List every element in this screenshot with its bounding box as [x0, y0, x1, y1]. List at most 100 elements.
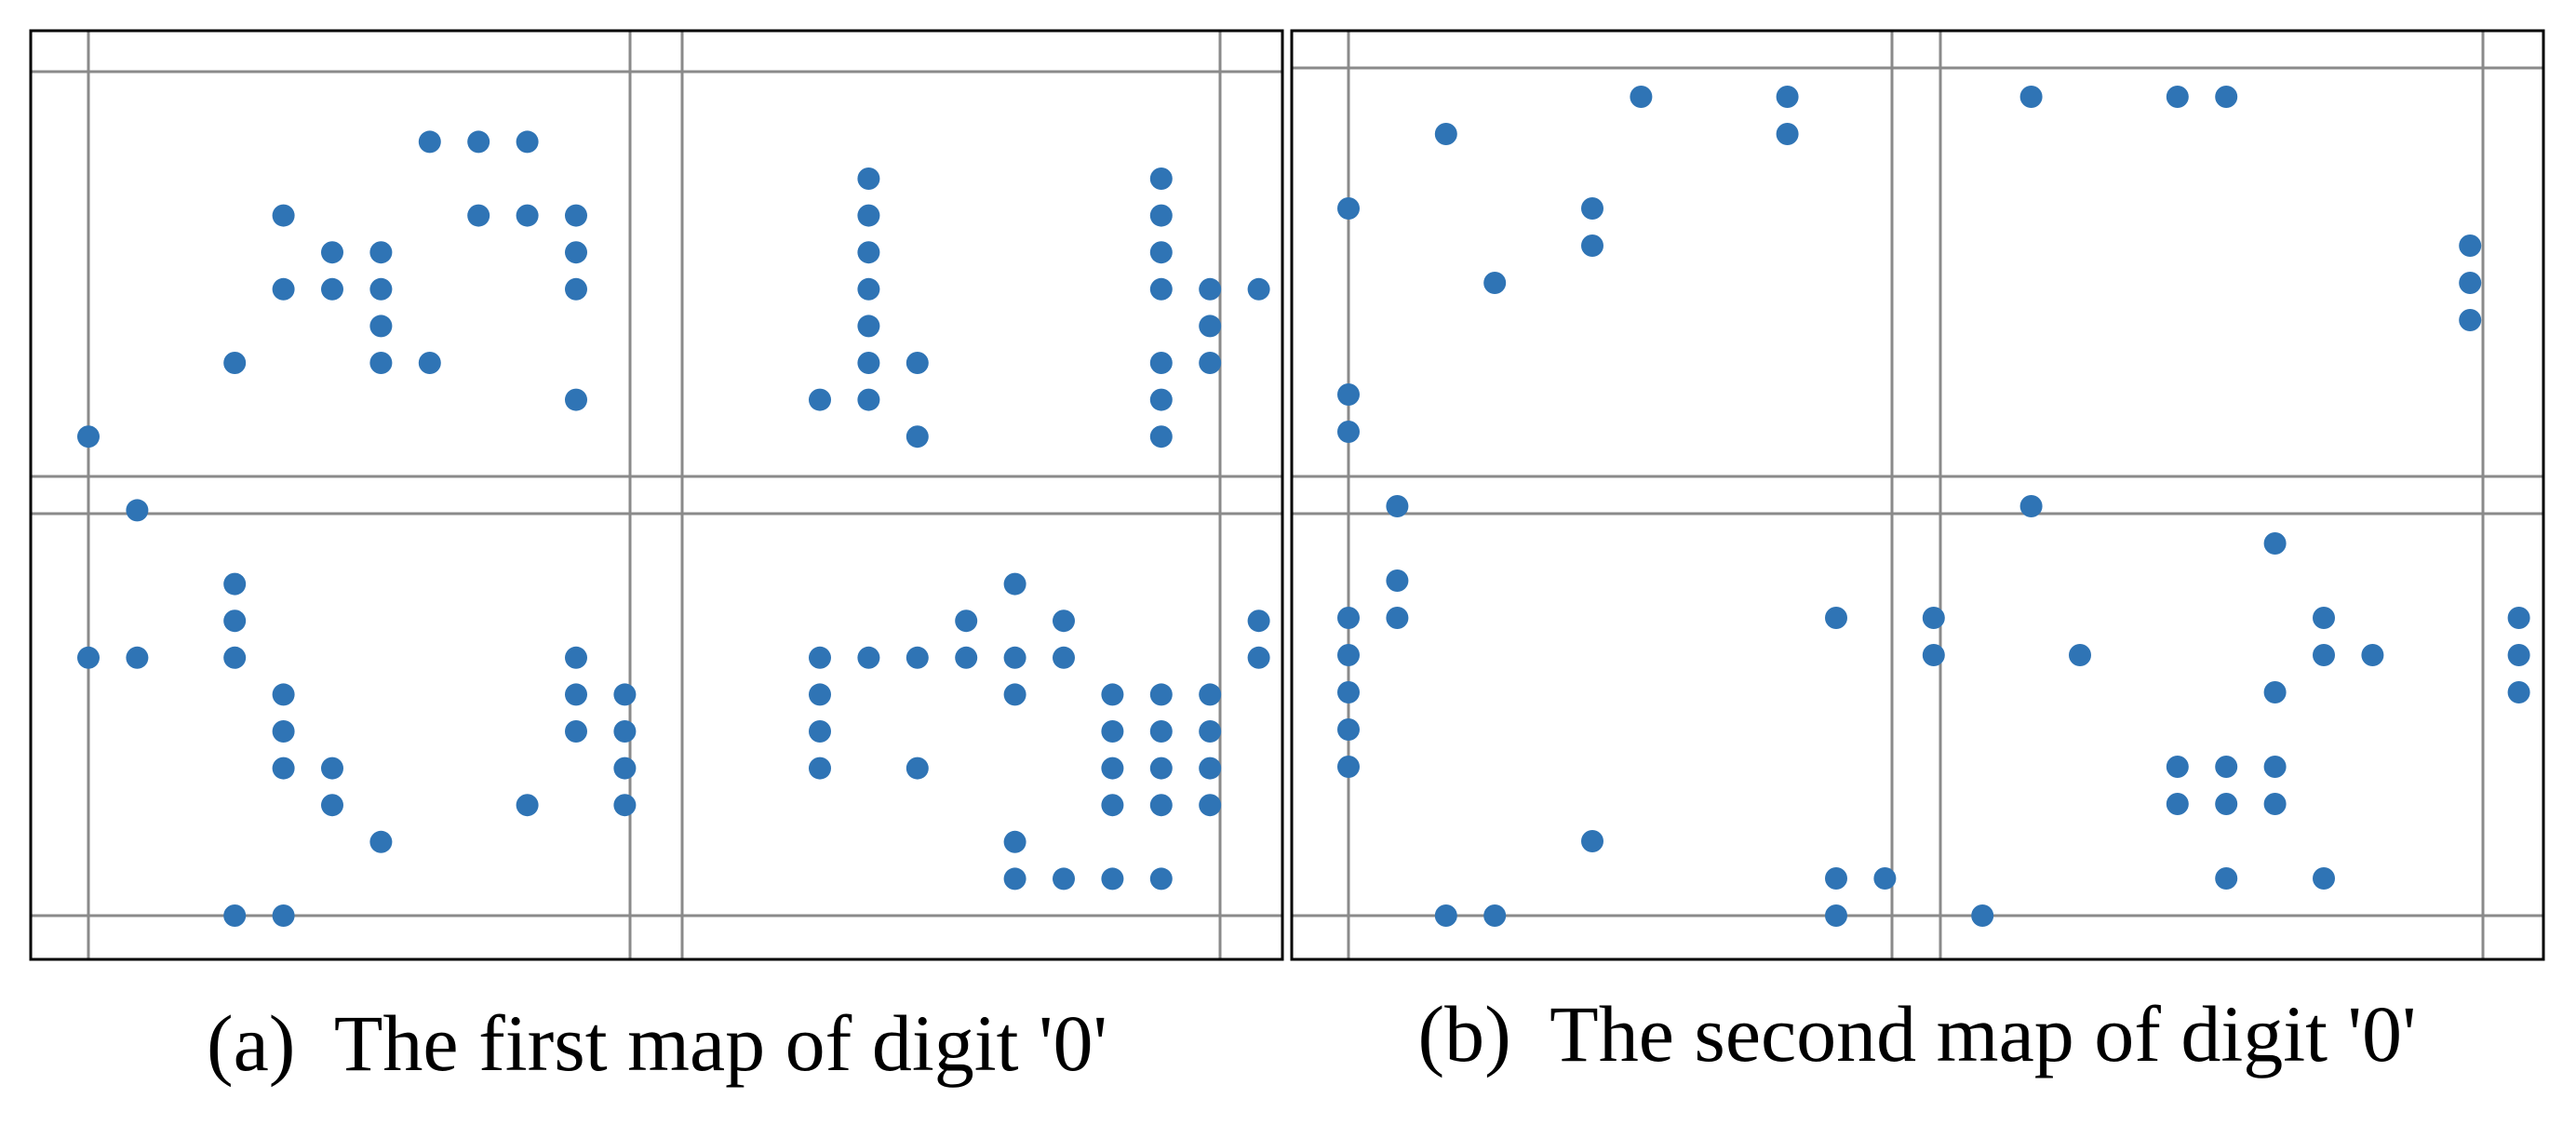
panel-a-point-60 [1149, 388, 1173, 411]
panel-a-point-26 [565, 646, 587, 669]
panel-a-point-68 [857, 646, 880, 669]
panel-b-point-25 [2019, 86, 2043, 108]
panel-b-point-41 [2263, 681, 2287, 703]
panel-a: (a) The first map of digit '0' [29, 29, 1284, 1088]
panel-a-point-34 [321, 757, 343, 780]
panel-a-point-71 [1003, 646, 1026, 669]
panel-b-point-29 [2459, 272, 2482, 294]
panel-a-point-77 [1149, 683, 1173, 706]
panel-a-point-70 [955, 646, 978, 669]
panel-a-point-21 [223, 572, 247, 596]
panel-b-point-22 [1434, 904, 1457, 927]
panel-a-point-83 [809, 757, 831, 780]
panel-a-point-66 [1247, 609, 1270, 633]
panel-b-points [1337, 86, 2530, 927]
panel-a-point-46 [857, 241, 880, 264]
panel-a-point-74 [809, 683, 831, 706]
panel-b-point-44 [2215, 756, 2238, 778]
panel-a-point-35 [613, 757, 637, 780]
panel-a-point-54 [857, 352, 880, 374]
panel-b-point-26 [2166, 86, 2189, 108]
panel-b-point-50 [2313, 867, 2335, 890]
panel-a-point-37 [516, 794, 539, 817]
panel-a-point-42 [857, 167, 880, 190]
panel-a-point-44 [857, 204, 880, 227]
panel-a-point-2 [516, 130, 539, 154]
panel-a-point-13 [565, 277, 587, 301]
panel-a-point-36 [321, 794, 343, 817]
panel-a-point-73 [1247, 646, 1270, 669]
panel-a-point-82 [1199, 720, 1222, 743]
panel-a-point-12 [369, 277, 393, 301]
panel-a-point-51 [1247, 277, 1270, 301]
panel-b-point-38 [2313, 644, 2335, 666]
panel-a-point-92 [1003, 867, 1026, 891]
panel-a-point-19 [77, 425, 100, 449]
panel-a-point-5 [516, 204, 539, 227]
panel-a-point-91 [1003, 830, 1026, 853]
panel-b-point-18 [1337, 756, 1360, 778]
panel-b-point-47 [2215, 793, 2238, 815]
panel-b-point-27 [2215, 86, 2238, 108]
panel-a-point-90 [1199, 794, 1222, 817]
panel-b-point-4 [1337, 197, 1360, 220]
panel-b-point-35 [2507, 607, 2530, 629]
panel-a-point-76 [1101, 683, 1124, 706]
panel-b-point-34 [2313, 607, 2335, 629]
panel-b: (b) The second map of digit '0' [1290, 29, 2545, 1078]
panel-a-point-8 [369, 241, 393, 264]
panel-a-point-61 [906, 425, 929, 449]
panel-b-point-5 [1581, 197, 1603, 220]
panel-a-point-75 [1003, 683, 1026, 706]
panel-a-point-72 [1053, 646, 1075, 669]
panel-a-point-79 [809, 720, 831, 743]
panel-a-point-48 [857, 277, 880, 301]
panel-a-point-3 [272, 204, 295, 227]
panel-a-point-20 [126, 499, 149, 522]
panel-a-point-56 [1149, 352, 1173, 374]
panel-a-point-89 [1149, 794, 1173, 817]
panel-b-point-9 [1337, 421, 1360, 443]
panel-a-point-9 [565, 241, 587, 264]
panel-a-point-33 [272, 757, 295, 780]
panel-b-frame [1290, 29, 2545, 961]
panel-b-point-19 [1581, 830, 1603, 852]
panel-a-point-63 [1003, 572, 1026, 596]
panel-a-point-87 [1199, 757, 1222, 780]
panel-a-point-86 [1149, 757, 1173, 780]
panel-a-point-28 [565, 683, 587, 706]
panel-a-points [77, 130, 1270, 927]
panel-a-point-7 [321, 241, 343, 264]
panel-b-point-43 [2166, 756, 2189, 778]
panel-a-point-84 [906, 757, 929, 780]
panel-a-point-1 [467, 130, 490, 154]
panel-a-point-78 [1199, 683, 1222, 706]
panel-b-point-42 [2507, 681, 2530, 703]
panel-a-point-22 [223, 609, 247, 633]
panel-a-point-10 [272, 277, 295, 301]
panel-a-point-32 [613, 720, 637, 743]
panel-b-point-8 [1337, 383, 1360, 406]
panel-b-point-12 [1337, 607, 1360, 629]
panel-a-point-6 [565, 204, 587, 227]
panel-a-point-16 [369, 352, 393, 374]
panel-a-point-52 [857, 315, 880, 338]
panel-b-point-15 [1337, 644, 1360, 666]
panel-a-point-43 [1149, 167, 1173, 190]
panel-b-caption: (b) The second map of digit '0' [1417, 989, 2416, 1078]
panel-a-point-88 [1101, 794, 1124, 817]
panel-b-point-11 [1386, 569, 1409, 592]
panel-a-point-47 [1149, 241, 1173, 264]
panel-a-caption: (a) The first map of digit '0' [207, 998, 1107, 1088]
panel-a-point-15 [223, 352, 247, 374]
panel-b-point-39 [2361, 644, 2384, 666]
panel-a-point-14 [369, 315, 393, 338]
panel-a-point-17 [418, 352, 441, 374]
panel-b-point-46 [2166, 793, 2189, 815]
panel-a-point-23 [77, 646, 100, 669]
panel-a-point-11 [321, 277, 343, 301]
panel-a-point-57 [1199, 352, 1222, 374]
panel-a-point-81 [1149, 720, 1173, 743]
panel-b-point-33 [1922, 607, 1945, 629]
